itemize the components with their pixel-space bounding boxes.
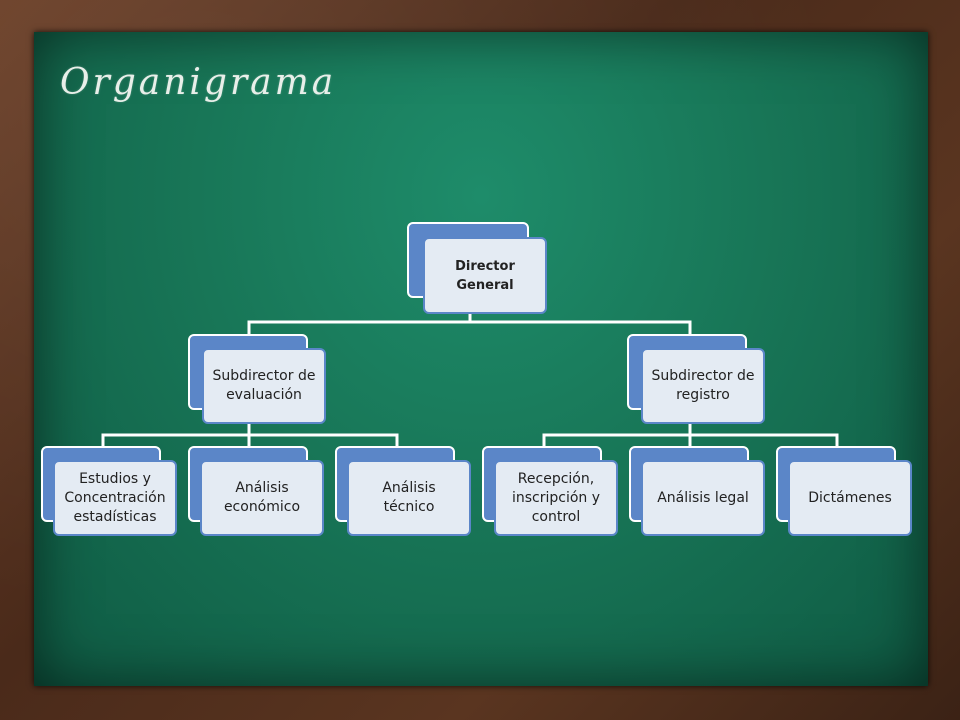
node-analisis-tecnico-label: Análisis técnico (347, 460, 471, 536)
node-estudios-label: Estudios y Concentración estadísticas (53, 460, 177, 536)
node-analisis-legal-label: Análisis legal (641, 460, 765, 536)
slide-title: Organigrama (60, 62, 337, 103)
node-subdirector-registro-label: Subdirector de registro (641, 348, 765, 424)
node-subdirector-registro[interactable]: Subdirector de registro (627, 334, 765, 424)
node-dictamenes[interactable]: Dictámenes (776, 446, 912, 536)
node-analisis-legal[interactable]: Análisis legal (629, 446, 765, 536)
connector-level1 (247, 320, 692, 334)
node-analisis-tecnico[interactable]: Análisis técnico (335, 446, 471, 536)
node-estudios[interactable]: Estudios y Concentración estadísticas (41, 446, 177, 536)
node-recepcion-label: Recepción, inscripción y control (494, 460, 618, 536)
node-recepcion[interactable]: Recepción, inscripción y control (482, 446, 618, 536)
node-analisis-economico[interactable]: Análisis económico (188, 446, 324, 536)
node-dictamenes-label: Dictámenes (788, 460, 912, 536)
node-subdirector-evaluacion[interactable]: Subdirector de evaluación (188, 334, 326, 424)
node-subdirector-evaluacion-label: Subdirector de evaluación (202, 348, 326, 424)
node-analisis-economico-label: Análisis económico (200, 460, 324, 536)
node-director-general-label: Director General (423, 237, 547, 314)
node-director-general[interactable]: Director General (407, 222, 547, 314)
chalkboard (34, 32, 928, 686)
